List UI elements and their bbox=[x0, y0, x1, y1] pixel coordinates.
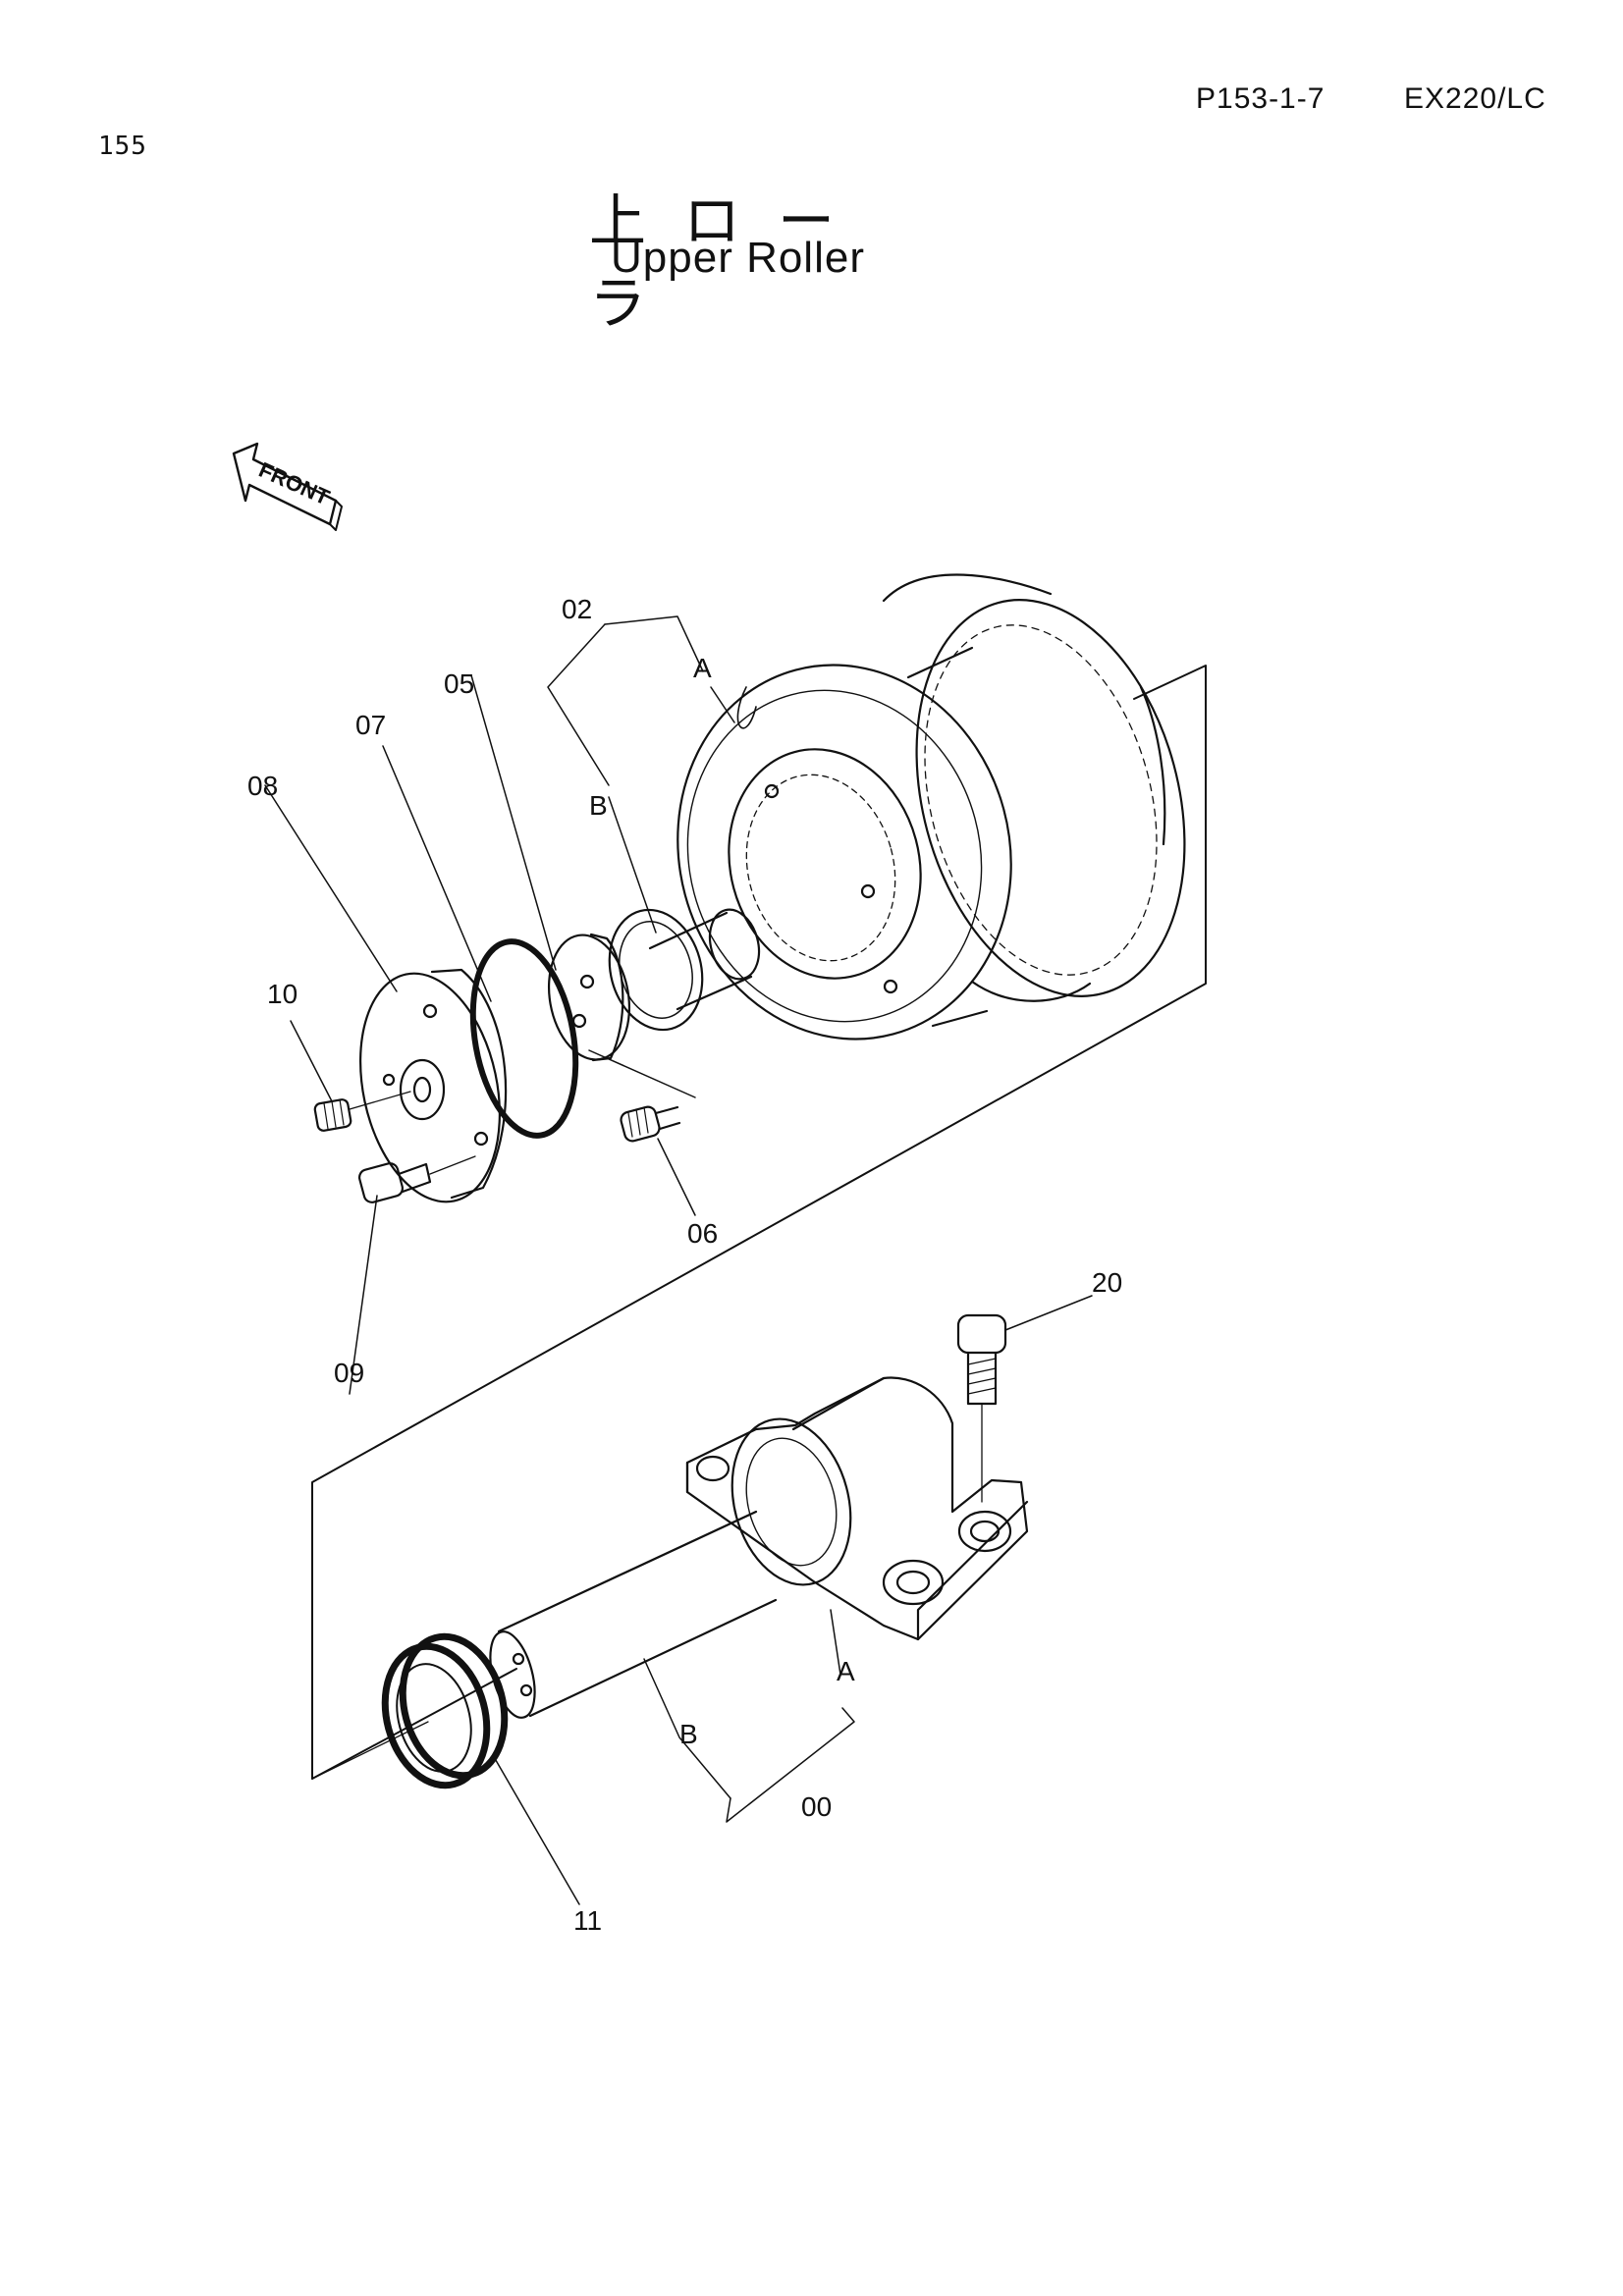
callout-20: 20 bbox=[1092, 1267, 1122, 1298]
leader-lines bbox=[264, 615, 1093, 1905]
plug-06 bbox=[620, 1105, 681, 1143]
bolt-09 bbox=[357, 1155, 476, 1203]
callout-a-lower: A bbox=[837, 1656, 855, 1686]
callout-10: 10 bbox=[267, 979, 298, 1009]
page-code: P153-1-7 bbox=[1196, 82, 1325, 115]
shaft-00 bbox=[489, 1510, 778, 1719]
bolt-20 bbox=[956, 1313, 1007, 1503]
callout-00: 00 bbox=[801, 1791, 832, 1822]
callout-05: 05 bbox=[444, 668, 474, 699]
cover-08 bbox=[359, 968, 508, 1203]
callout-02: 02 bbox=[562, 594, 592, 624]
front-label: FRONT bbox=[255, 457, 334, 510]
callout-06: 06 bbox=[687, 1218, 718, 1249]
callout-08: 08 bbox=[247, 771, 278, 801]
roller-body bbox=[648, 573, 1186, 1041]
front-arrow-icon: FRONT bbox=[232, 442, 343, 531]
plug-10 bbox=[313, 1091, 411, 1132]
model-code: EX220/LC bbox=[1404, 82, 1546, 115]
seal-11 bbox=[311, 1632, 509, 1789]
callout-07: 07 bbox=[355, 710, 386, 740]
title-japanese: 上ローラ bbox=[589, 187, 873, 337]
assembly-boundary-frame bbox=[311, 665, 1207, 1780]
callout-11: 11 bbox=[573, 1905, 602, 1936]
thrust-ring bbox=[608, 908, 704, 1032]
callout-labels: 02 A 05 07 08 B 10 06 09 20 A B 00 11 bbox=[247, 594, 1122, 1936]
callout-a-upper: A bbox=[693, 653, 712, 683]
callout-b-upper: B bbox=[589, 790, 608, 821]
plate-05 bbox=[547, 933, 631, 1062]
callout-09: 09 bbox=[334, 1358, 364, 1388]
o-ring-07 bbox=[469, 938, 579, 1139]
callout-b-lower: B bbox=[679, 1719, 698, 1749]
page-number: 155 bbox=[98, 132, 147, 161]
support-bracket-00 bbox=[685, 1376, 1029, 1641]
title-english: Upper Roller bbox=[611, 234, 865, 282]
